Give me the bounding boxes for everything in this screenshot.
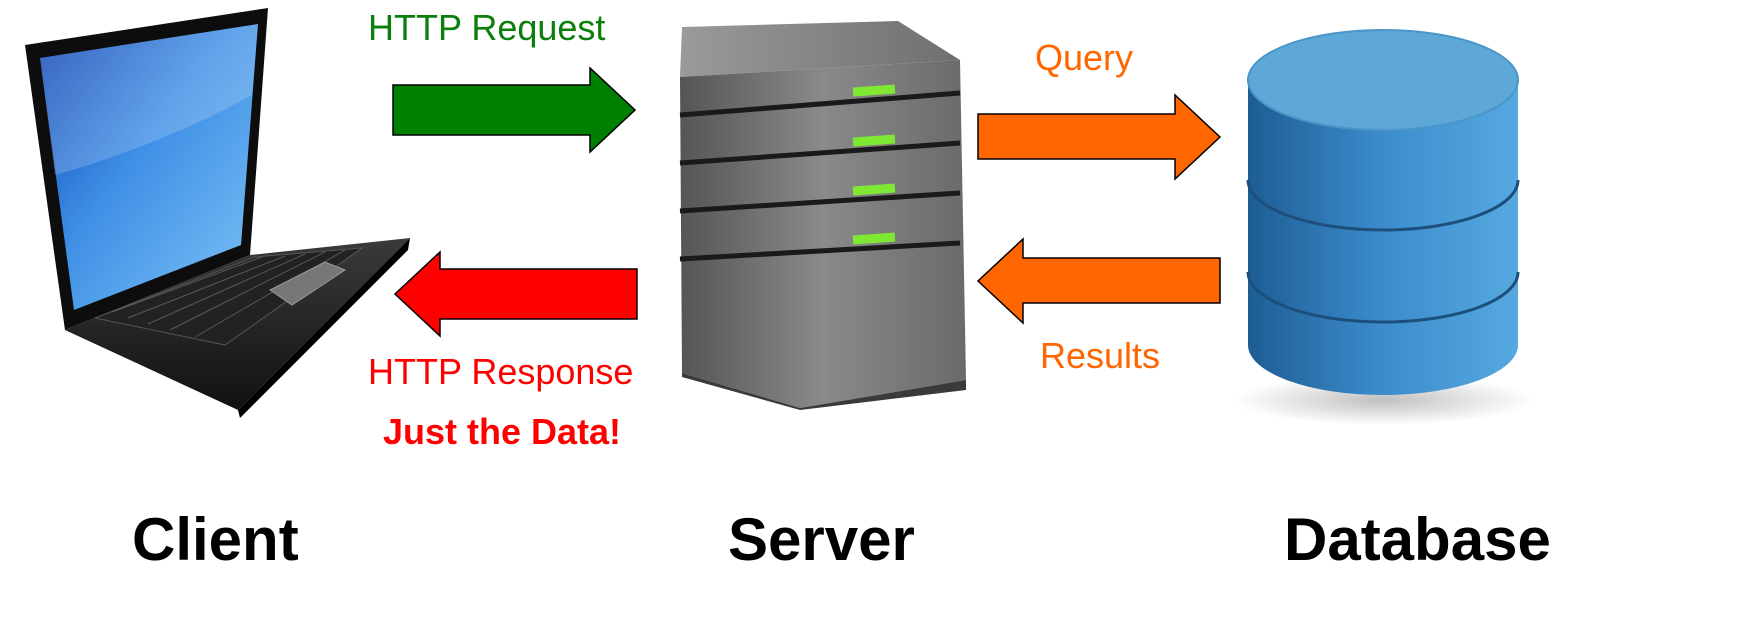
http-response-label: HTTP Response bbox=[368, 351, 634, 392]
server-label: Server bbox=[728, 506, 915, 573]
laptop-icon bbox=[25, 8, 410, 418]
results-label: Results bbox=[1040, 335, 1161, 376]
http-request-arrow bbox=[392, 66, 637, 154]
server-icon bbox=[679, 21, 966, 410]
http-request-label: HTTP Request bbox=[368, 7, 606, 48]
database-icon bbox=[1233, 29, 1533, 425]
client-label: Client bbox=[132, 506, 299, 573]
query-label: Query bbox=[1035, 37, 1134, 78]
query-arrow bbox=[977, 93, 1222, 181]
results-arrow bbox=[976, 237, 1221, 325]
database-label: Database bbox=[1284, 506, 1551, 573]
http-response-arrow bbox=[393, 250, 638, 338]
response-note: Just the Data! bbox=[383, 411, 622, 452]
